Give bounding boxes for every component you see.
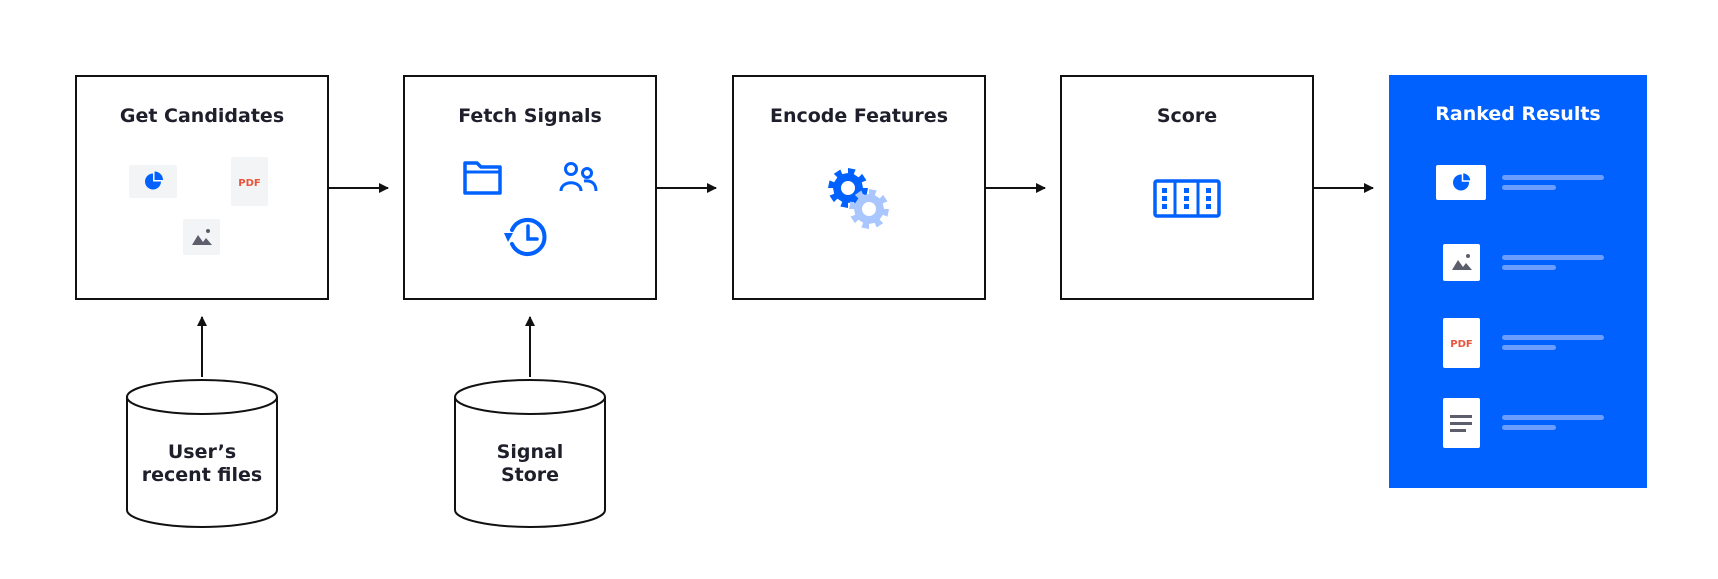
database-signal-store: Signal Store — [454, 379, 606, 528]
result-line — [1502, 335, 1604, 340]
result-item — [1436, 165, 1604, 200]
result-line — [1502, 415, 1604, 420]
image-file-icon — [183, 219, 220, 255]
stage-title: Score — [1157, 105, 1217, 127]
stage-title: Get Candidates — [120, 105, 284, 127]
stage-get-candidates: Get Candidates PDF — [75, 75, 329, 300]
result-item — [1443, 244, 1604, 281]
database-label-line2: recent files — [142, 464, 262, 486]
pdf-label: PDF — [238, 178, 260, 189]
database-label-line1: Signal — [497, 441, 564, 463]
result-item — [1443, 398, 1604, 448]
stage-encode-features: Encode Features — [732, 75, 986, 300]
stage-box — [75, 75, 329, 300]
database-label-line1: User’s — [168, 441, 236, 463]
folder-icon — [463, 161, 502, 195]
image-file-icon — [1443, 244, 1480, 281]
result-item: PDF — [1443, 318, 1604, 368]
stage-box — [403, 75, 657, 300]
result-line — [1502, 265, 1556, 270]
result-line — [1502, 185, 1556, 190]
stage-fetch-signals: Fetch Signals — [403, 75, 657, 300]
result-line — [1502, 175, 1604, 180]
result-line — [1502, 255, 1604, 260]
people-icon — [559, 162, 598, 192]
gear-icon — [828, 168, 868, 208]
pie-chart-file-icon — [129, 165, 177, 198]
stage-title: Encode Features — [770, 105, 948, 127]
result-line — [1502, 345, 1556, 350]
ranked-results-panel: Ranked Results PDF — [1389, 75, 1647, 488]
results-title: Ranked Results — [1435, 103, 1600, 125]
pdf-label: PDF — [1450, 339, 1472, 350]
result-line — [1502, 425, 1556, 430]
columns-icon — [1153, 179, 1221, 218]
gears-icon — [828, 168, 889, 229]
stage-score: Score — [1060, 75, 1314, 300]
gear-icon — [849, 189, 889, 229]
pdf-file-icon — [1443, 318, 1480, 368]
stage-title: Fetch Signals — [458, 105, 602, 127]
pdf-file-icon: PDF — [231, 157, 268, 206]
database-label-line2: Store — [501, 464, 559, 486]
history-icon — [504, 218, 547, 256]
database-users-recent-files: User’s recent files — [126, 379, 278, 528]
